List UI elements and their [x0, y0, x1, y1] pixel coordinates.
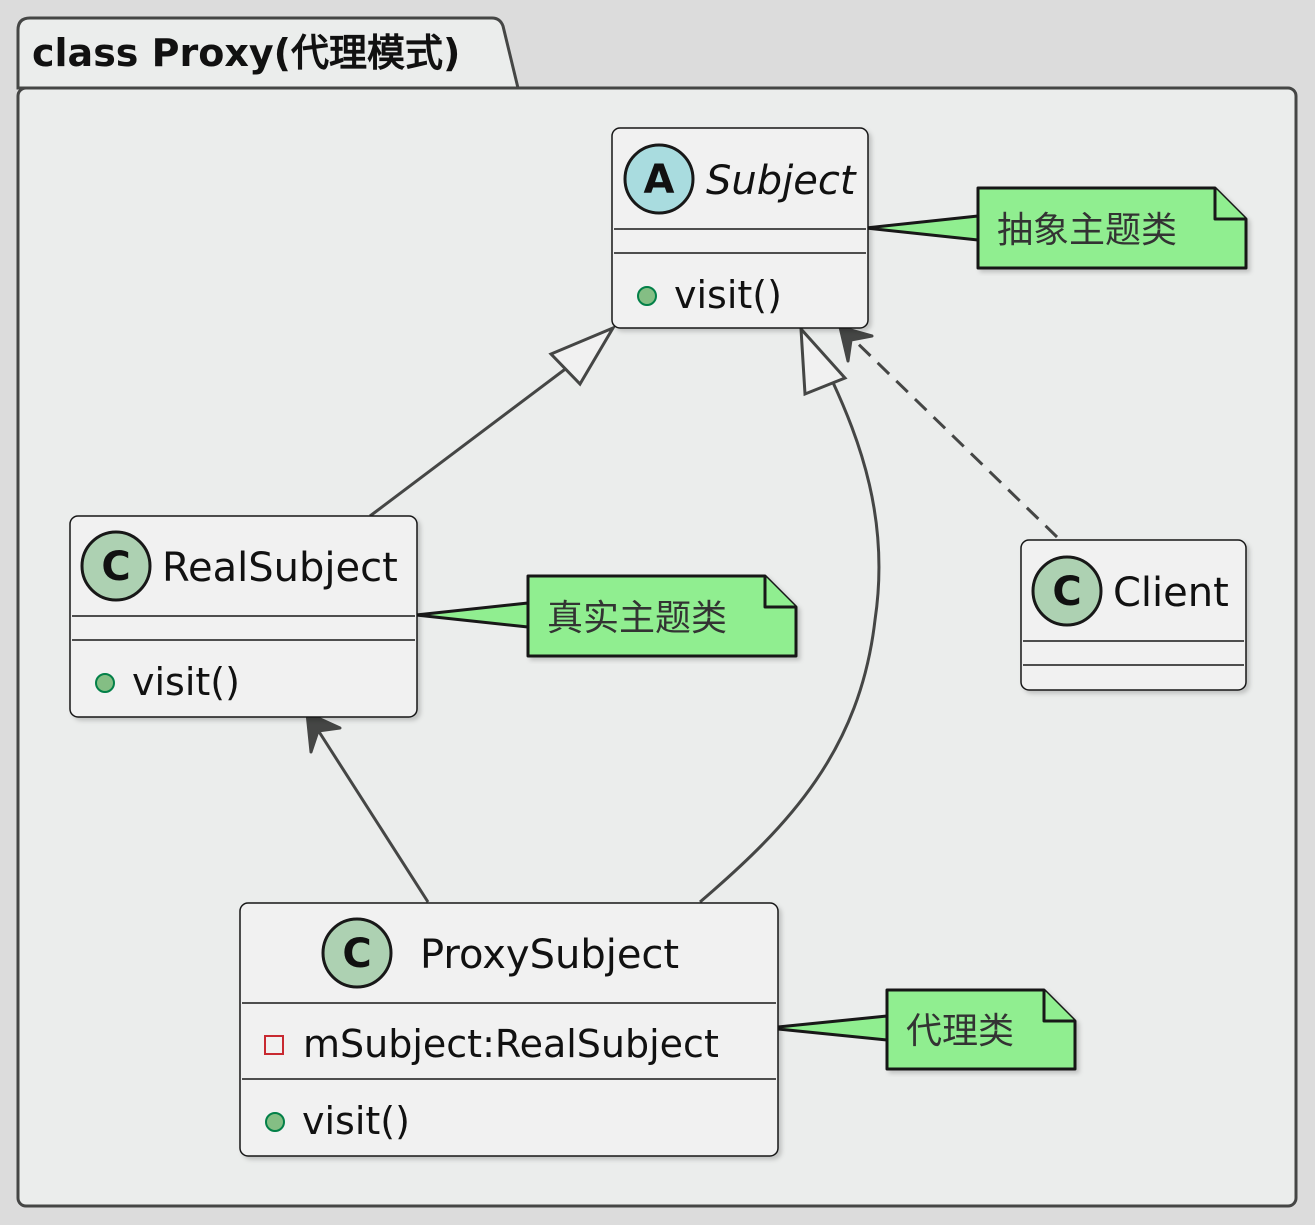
- real-subject-note-text: 真实主题类: [547, 598, 727, 639]
- class-client[interactable]: C Client: [1020, 539, 1247, 691]
- proxy-subject-field-msubject: mSubject:RealSubject: [303, 1022, 719, 1066]
- public-method-icon: [637, 286, 657, 306]
- relationships: [305, 214, 1059, 1042]
- class-real-subject[interactable]: C RealSubject visit(): [69, 515, 418, 718]
- class-stereotype-letter: C: [342, 931, 371, 977]
- proxy-subject-class-name: ProxySubject: [420, 932, 679, 978]
- subject-note-text: 抽象主题类: [997, 210, 1177, 251]
- generalization-arrowhead: [799, 324, 848, 397]
- class-icon: [321, 917, 393, 989]
- abstract-stereotype-letter: A: [644, 157, 675, 203]
- proxy-note-text: 代理类: [906, 1011, 1014, 1052]
- class-icon: [80, 530, 152, 602]
- note-real-subject[interactable]: 真实主题类: [526, 574, 798, 658]
- class-stereotype-letter: C: [1052, 569, 1081, 615]
- class-proxy-subject[interactable]: C ProxySubject mSubject:RealSubject visi…: [239, 902, 779, 1157]
- class-subject[interactable]: A Subject visit(): [611, 127, 869, 329]
- association-arrowhead: [305, 711, 342, 754]
- client-depends-subject-line: [848, 334, 1059, 539]
- proxy-to-real-subject-line: [314, 726, 430, 903]
- dependency-arrowhead: [838, 325, 874, 363]
- proxy-subject-method-visit: visit(): [302, 1099, 410, 1143]
- private-field-icon: [264, 1035, 284, 1055]
- subject-class-name: Subject: [706, 158, 857, 204]
- abstract-class-icon: [623, 143, 695, 215]
- real-subject-class-name: RealSubject: [162, 545, 398, 591]
- note-subject[interactable]: 抽象主题类: [976, 186, 1248, 270]
- public-method-icon: [265, 1112, 285, 1132]
- proxy-extends-subject-line: [699, 375, 881, 904]
- generalization-arrowhead: [548, 324, 617, 387]
- package-title: class Proxy(代理模式): [32, 31, 460, 75]
- real-subject-extends-subject-line: [369, 365, 569, 518]
- subject-method-visit: visit(): [674, 273, 782, 317]
- class-stereotype-letter: C: [101, 544, 130, 590]
- public-method-icon: [95, 673, 115, 693]
- client-class-name: Client: [1113, 570, 1229, 616]
- note-proxy[interactable]: 代理类: [885, 988, 1077, 1071]
- real-subject-method-visit: visit(): [132, 660, 240, 704]
- class-icon: [1031, 555, 1103, 627]
